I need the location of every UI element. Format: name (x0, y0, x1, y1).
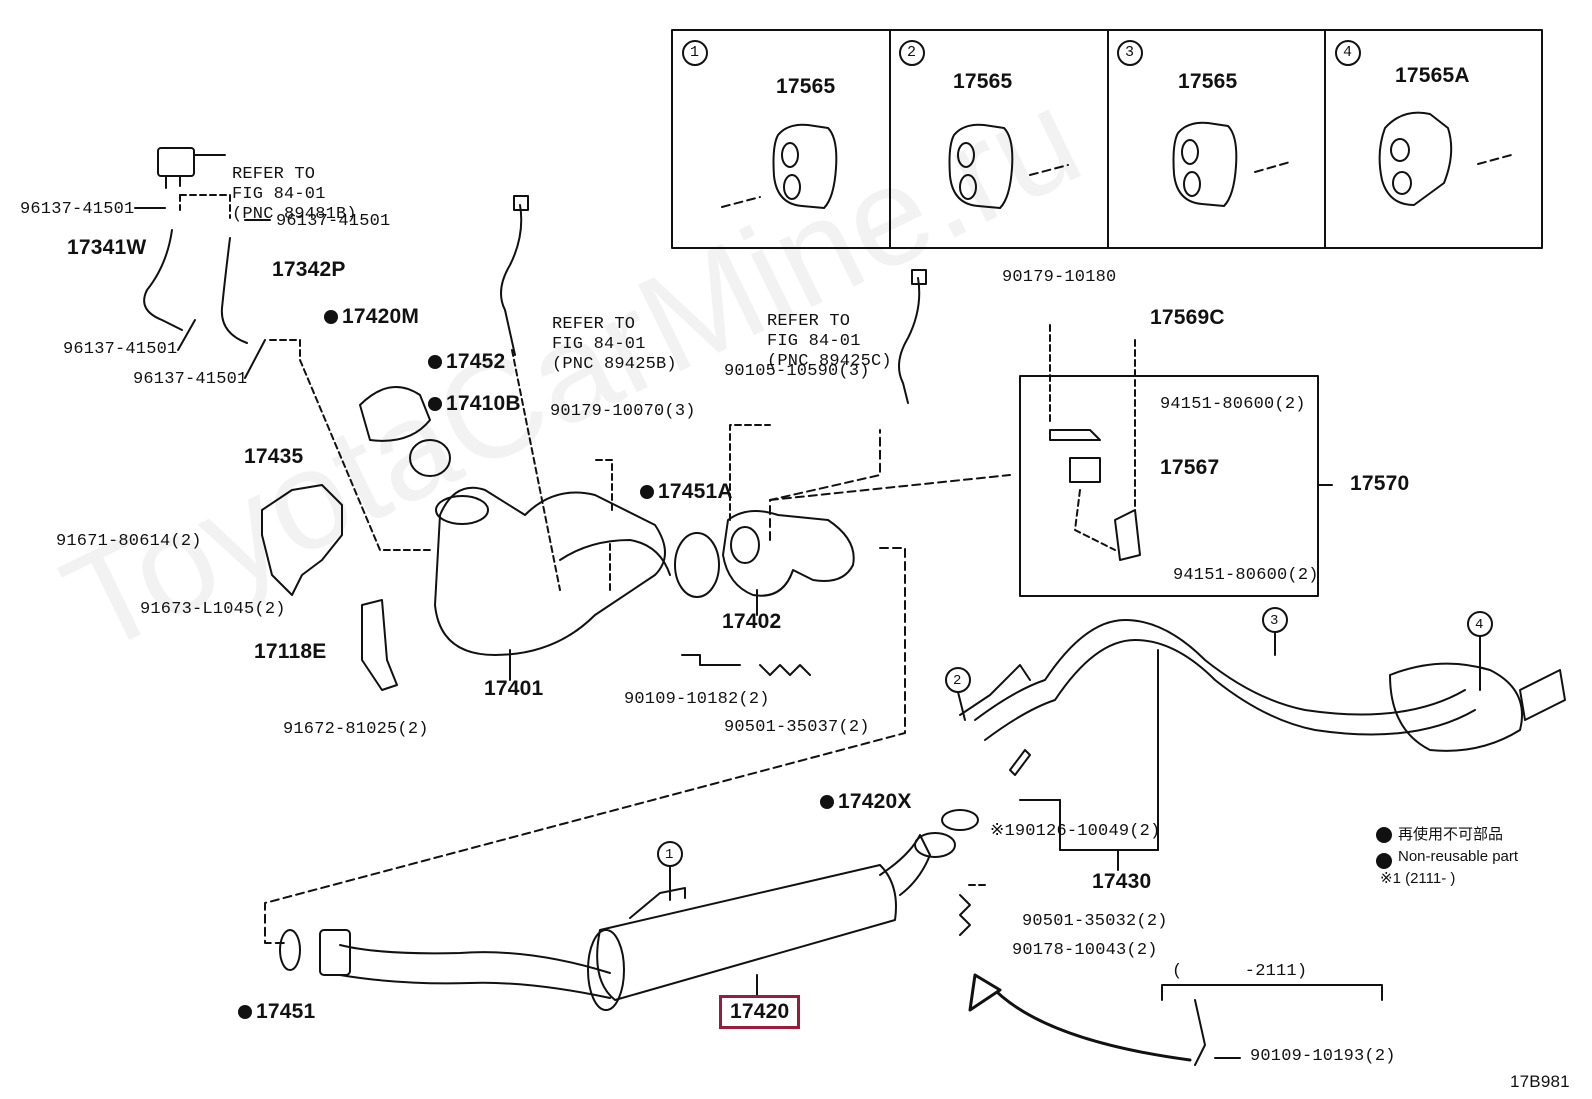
inset-3-circle (1117, 40, 1143, 66)
non-reusable-dot (820, 795, 834, 809)
bracket-17118e-icon (361, 599, 398, 691)
legend: 再使用不可部品 Non-reusable part ※1 (2111- ) (1380, 824, 1519, 890)
hanger-2-icon (948, 123, 1069, 209)
part-label: 90179-10070(3) (550, 402, 696, 421)
inset-3-part: 17565 (1178, 70, 1238, 93)
part-label: 17410B (428, 392, 521, 416)
callout-2: 2 (953, 673, 962, 689)
highlighted-part-label[interactable]: 17420 (718, 995, 801, 1029)
gasket-17451-icon (279, 929, 301, 971)
part-label: 96137-41501 (63, 340, 178, 359)
non-reusable-dot (428, 397, 442, 411)
non-reusable-dot (238, 1005, 252, 1019)
legend-en: Non-reusable part (1398, 848, 1519, 865)
gasket-17420x-icon (941, 809, 979, 831)
o2-sensor-2-icon (898, 277, 921, 404)
bolt-90109-icon (681, 654, 741, 666)
part-label: 91672-81025(2) (283, 720, 429, 739)
direction-arrow-icon (988, 983, 1192, 1062)
bracket-17567-plate-icon (1049, 429, 1101, 441)
hanger-3-icon (1172, 121, 1291, 207)
catalytic-converter-icon (434, 486, 671, 656)
part-label: 17569C (1150, 306, 1225, 329)
part-label: 90179-10180 (1002, 268, 1117, 287)
hose-17341w (143, 229, 183, 331)
front-pipe-17402-icon (722, 510, 855, 597)
inset-4-part: 17565A (1395, 64, 1470, 87)
inset-2-num: 2 (907, 44, 917, 61)
part-label: 17567 (1160, 456, 1220, 479)
part-label: 17118E (254, 640, 327, 663)
part-label: 91673-L1045(2) (140, 600, 286, 619)
callout-3: 3 (1270, 613, 1279, 629)
part-label: 17430 (1092, 870, 1152, 893)
inset-1-circle (682, 40, 708, 66)
tailpipe-17430-icon (959, 619, 1566, 752)
part-label: 90501-35032(2) (1022, 912, 1168, 931)
inset-2-circle (899, 40, 925, 66)
muffler-17420-icon (319, 832, 956, 1011)
non-reusable-dot (640, 485, 654, 499)
hanger-1-icon (721, 123, 838, 209)
part-label: 90109-10182(2) (624, 690, 770, 709)
part-label: 90501-35037(2) (724, 718, 870, 737)
part-label: 17342P (272, 258, 346, 281)
part-label: 94151-80600(2) (1173, 566, 1319, 585)
date-range-label: ( -2111) (1172, 962, 1308, 981)
o2-sensor-1-icon (500, 204, 523, 356)
spring-90501-icon (759, 664, 811, 676)
inset-2-part: 17565 (953, 70, 1013, 93)
part-label: 17435 (244, 445, 304, 468)
part-label: 17341W (67, 236, 147, 259)
inset-4-circle (1335, 40, 1361, 66)
non-reusable-dot (324, 310, 338, 324)
part-label: 17420X (820, 790, 912, 814)
heat-insulator-icon (261, 484, 343, 596)
non-reusable-dot (428, 355, 442, 369)
part-label: 96137-41501 (20, 200, 135, 219)
part-label: 96137-41501 (133, 370, 248, 389)
inset-1-part: 17565 (776, 75, 836, 98)
legend-note: ※1 (2111- ) (1380, 870, 1456, 887)
callout-1: 1 (665, 847, 674, 863)
part-label: 94151-80600(2) (1160, 395, 1306, 414)
part-label: 17451A (640, 480, 733, 504)
part-label: 17452 (428, 350, 505, 374)
hanger-4-icon (1378, 111, 1516, 206)
part-label: 90105-10590(3) (724, 362, 870, 381)
spring-90501-35032-icon (959, 894, 971, 936)
part-label: 17570 (1350, 472, 1410, 495)
pressure-sensor-icon (157, 147, 226, 189)
part-label: 17420M (324, 305, 419, 329)
part-label: 91671-80614(2) (56, 532, 202, 551)
legend-jp: 再使用不可部品 (1398, 826, 1504, 843)
part-label: 90109-10193(2) (1250, 1047, 1396, 1066)
inset-4-num: 4 (1343, 44, 1353, 61)
part-label: 17451 (238, 1000, 315, 1024)
hose-17342p (220, 237, 248, 344)
diagram-code: 17B981 (1510, 1072, 1570, 1091)
part-label: 17401 (484, 677, 544, 700)
stay-icon (1114, 509, 1141, 561)
gasket-17451a-icon (674, 532, 720, 598)
clamp-17452-icon (359, 386, 431, 442)
part-label: 17402 (722, 610, 782, 633)
inset-1-num: 1 (690, 44, 700, 61)
part-label: 96137-41501 (276, 212, 391, 231)
rubber-17567-icon (1069, 457, 1101, 483)
callout-4: 4 (1475, 617, 1484, 633)
bolt-90109-10193-icon (1194, 999, 1206, 1066)
gasket-17410b-icon (409, 439, 451, 477)
inset-3-num: 3 (1125, 44, 1135, 61)
part-label: ※190126-10049(2) (990, 822, 1161, 841)
part-label: 90178-10043(2) (1012, 941, 1158, 960)
